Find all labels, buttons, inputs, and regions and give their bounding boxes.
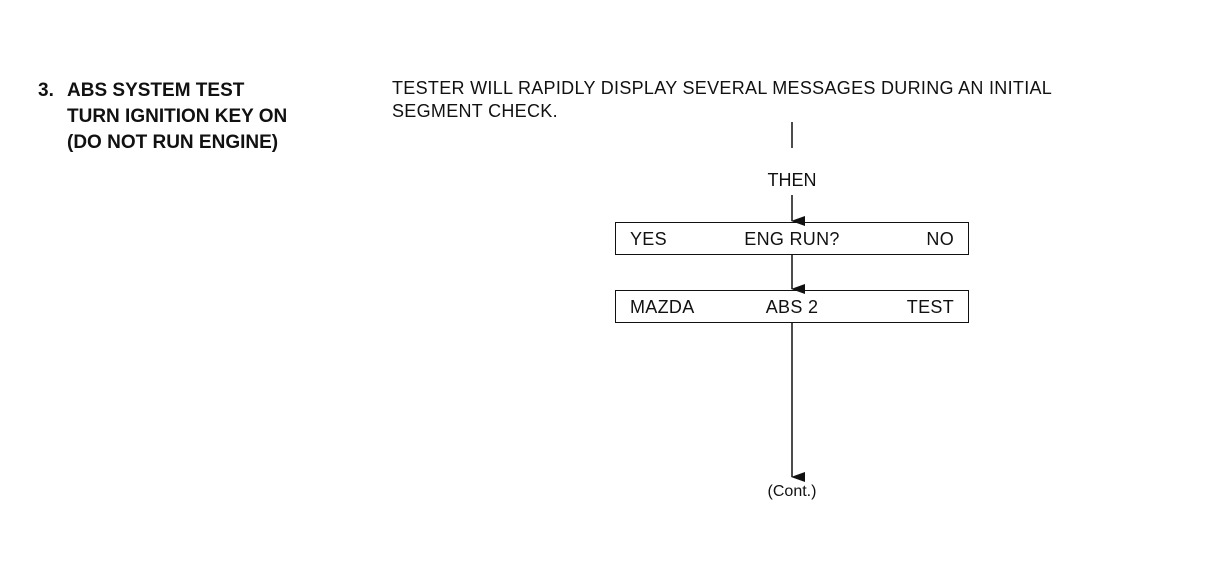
description-line-2: SEGMENT CHECK. — [392, 101, 558, 121]
description-line-1: TESTER WILL RAPIDLY DISPLAY SEVERAL MESS… — [392, 78, 1053, 98]
display2-left-text: MAZDA — [630, 297, 695, 317]
display2-right-text: TEST — [906, 297, 954, 317]
step-number: 3. — [38, 80, 54, 101]
tester-display-abs-test: ABS 2 MAZDA TEST — [615, 290, 969, 323]
step-instructions: ABS SYSTEM TEST TURN IGNITION KEY ON (DO… — [67, 78, 287, 156]
display1-right-text: NO — [926, 229, 954, 249]
display1-left-text: YES — [630, 229, 667, 249]
display2-center-text: ABS 2 — [765, 297, 819, 317]
continued-label: (Cont.) — [767, 483, 817, 500]
step-description: TESTER WILL RAPIDLY DISPLAY SEVERAL MESS… — [392, 77, 1192, 123]
step-instruction-engine: (DO NOT RUN ENGINE) — [67, 132, 279, 153]
then-label: THEN — [767, 170, 817, 190]
step-instruction-ignition: TURN IGNITION KEY ON — [67, 106, 288, 127]
step-title: ABS SYSTEM TEST — [67, 80, 245, 101]
display1-center-text: ENG RUN? — [744, 229, 840, 249]
tester-display-eng-run: ENG RUN? YES NO — [615, 222, 969, 255]
